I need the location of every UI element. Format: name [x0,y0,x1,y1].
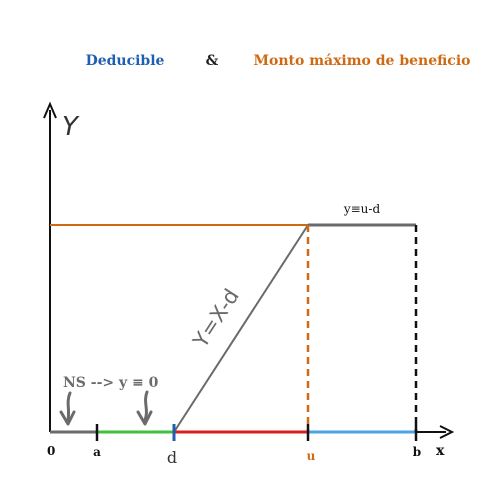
ns-arrow-right [143,390,149,422]
x-axis-arrowhead [439,425,455,439]
ns-arrow-left [66,391,72,422]
slope-label: Y=X-d [188,285,244,353]
ns-arrow-right-head [136,410,153,426]
tick-label-d: d [167,448,177,467]
tick-label-u: u [307,449,316,463]
title-ampersand: & [206,53,219,69]
ns-label: NS --> y ≡ 0 [63,375,159,391]
y-axis-arrowhead [43,101,57,119]
title-deducible: Deducible [86,53,165,69]
x-axis-label: x [436,443,445,459]
tick-label-b: b [413,445,421,459]
title-monto-maximo: Monto máximo de beneficio [254,53,471,69]
tick-label-a: a [93,445,101,459]
origin-label: 0 [47,444,55,458]
y-axis-label: Y [62,112,80,142]
slope-line [173,224,309,433]
ns-arrow-left-head [59,410,76,426]
ceiling-label: y≡u-d [343,202,381,216]
